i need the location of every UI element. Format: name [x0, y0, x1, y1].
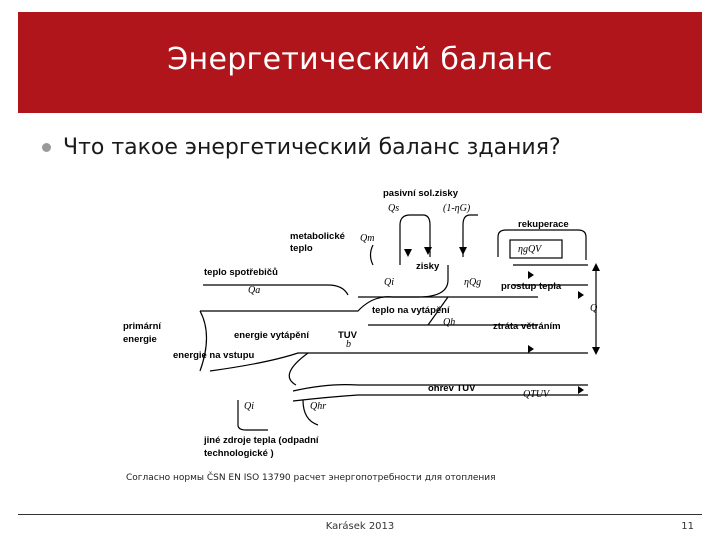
tuv-arrow-head: [578, 386, 584, 394]
bullet-text: Что такое энергетический баланс здания?: [63, 135, 561, 160]
label-primary: primární: [123, 321, 161, 332]
label-vent-loss: ztráta větráním: [493, 321, 561, 332]
primary-left-edge: [199, 310, 208, 372]
label-heating-heat: teplo na vytápění: [372, 305, 450, 316]
vent-arrow-head: [528, 345, 534, 353]
symbol-qs: Qs: [388, 203, 399, 214]
other-sources-left: [237, 400, 268, 431]
metabolic-inflow: [369, 244, 374, 266]
label-tuv-heating: ohřev TUV: [428, 383, 476, 394]
label-other-sources-2: technologické ): [204, 448, 274, 459]
other-sources-right: [302, 399, 319, 426]
label-metabolic: metabolické: [290, 231, 345, 242]
symbol-eta-qv: ηgQV: [518, 244, 543, 255]
label-input-energy: energie na vstupu: [173, 350, 254, 361]
symbol-eta-qg: ηQg: [464, 277, 481, 288]
tuv-flow-top: [292, 384, 588, 392]
solar-gain-right: [462, 214, 478, 257]
slide-title: Энергетический баланс: [167, 42, 553, 77]
solar-gain-inflow: [399, 214, 431, 265]
symbol-qtuv: QTUV: [523, 389, 551, 400]
bullet-item: Что такое энергетический баланс здания?: [42, 135, 561, 160]
symbol-qi-bottom: Qi: [244, 401, 254, 412]
label-appliance-heat: teplo spotřebičů: [204, 267, 278, 278]
gains-riser: [358, 265, 449, 298]
heating-flow-bottom: [209, 352, 588, 372]
norm-note: Согласно нормы ČSN EN ISO 13790 расчет э…: [126, 473, 496, 483]
gains-arrow-head: [404, 249, 412, 257]
symbol-qs-factor: (1-ηG): [443, 203, 471, 214]
footer-author: Karásek 2013: [325, 521, 395, 532]
title-bar: [18, 12, 702, 113]
label-heating-energy: energie vytápění: [234, 330, 309, 341]
page-number: 11: [681, 521, 694, 532]
bracket-arrow-bottom: [592, 347, 600, 355]
tuv-flow-bottom: [292, 394, 588, 402]
symbol-qg: Qi: [384, 277, 394, 288]
symbol-q: Q: [590, 303, 598, 314]
transmission-arrow-head-2: [578, 291, 584, 299]
label-primary-energy: energie: [123, 334, 157, 345]
primary-flow-top: [200, 296, 538, 312]
energy-balance-diagram: pasivní sol.zisky Qs (1-ηG) rekuperace η…: [123, 188, 600, 459]
vent-join: [427, 296, 449, 326]
label-recuperation: rekuperace: [518, 219, 569, 230]
label-transmission: prostup tepla: [501, 281, 562, 292]
recuperation-box: [509, 239, 563, 259]
symbol-b: b: [346, 339, 351, 350]
solar-arrow-head: [424, 247, 432, 255]
bracket-arrow-top: [592, 263, 600, 271]
footer-divider: [18, 514, 702, 515]
recuperation-loop: [497, 229, 587, 260]
appliance-heat-flow: [203, 284, 349, 296]
label-passive-solar: pasivní sol.zisky: [383, 188, 459, 199]
label-metabolic-heat: teplo: [290, 243, 313, 254]
label-other-sources: jiné zdroje tepla (odpadní: [203, 435, 319, 446]
symbol-qhr: Qhr: [310, 401, 326, 412]
symbol-qm: Qm: [360, 233, 374, 244]
label-tuv-inline: TUV: [338, 330, 358, 341]
transmission-arrow-head: [528, 271, 534, 279]
symbol-qh: Qh: [443, 317, 455, 328]
bullet-dot-icon: [42, 143, 51, 152]
split-curve: [288, 352, 309, 386]
symbol-qa: Qa: [248, 285, 260, 296]
solar-arrow-head-2: [459, 247, 467, 255]
label-gains: zisky: [416, 261, 440, 272]
